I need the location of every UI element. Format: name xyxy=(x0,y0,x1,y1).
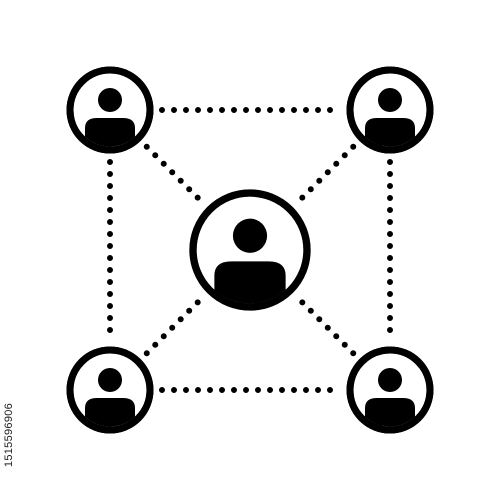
user-node-top-left xyxy=(66,66,154,154)
user-icon xyxy=(214,218,286,304)
user-head xyxy=(378,368,402,392)
node-ring-outline xyxy=(346,346,434,434)
connection-lines xyxy=(107,107,393,393)
user-nodes xyxy=(66,66,434,434)
node-ring-outline xyxy=(66,346,154,434)
dotted-connection-bottom-left-to-center xyxy=(143,295,205,357)
user-icon xyxy=(365,88,415,147)
user-node-bottom-right xyxy=(346,346,434,434)
user-head xyxy=(378,88,402,112)
dotted-connection-top-left-to-center xyxy=(143,143,205,205)
user-body xyxy=(365,398,415,427)
stock-image-id: 1515596906 xyxy=(2,385,16,485)
user-body xyxy=(85,118,135,147)
node-ring-outline xyxy=(66,66,154,154)
user-node-center xyxy=(189,189,311,311)
user-head xyxy=(232,218,268,253)
user-node-top-right xyxy=(346,66,434,154)
node-ring-outline xyxy=(346,66,434,154)
dotted-connection-top-right-to-center xyxy=(295,143,357,205)
stock-image-id-text: 1515596906 xyxy=(3,402,15,468)
user-icon xyxy=(85,88,135,147)
user-body xyxy=(214,261,286,304)
user-icon xyxy=(85,368,135,427)
dotted-connection-bottom-right-to-center xyxy=(295,295,357,357)
user-body xyxy=(365,118,415,147)
node-ring-outline xyxy=(189,189,311,311)
user-head xyxy=(98,88,122,112)
user-body xyxy=(85,398,135,427)
user-node-bottom-left xyxy=(66,346,154,434)
user-head xyxy=(98,368,122,392)
user-icon xyxy=(365,368,415,427)
